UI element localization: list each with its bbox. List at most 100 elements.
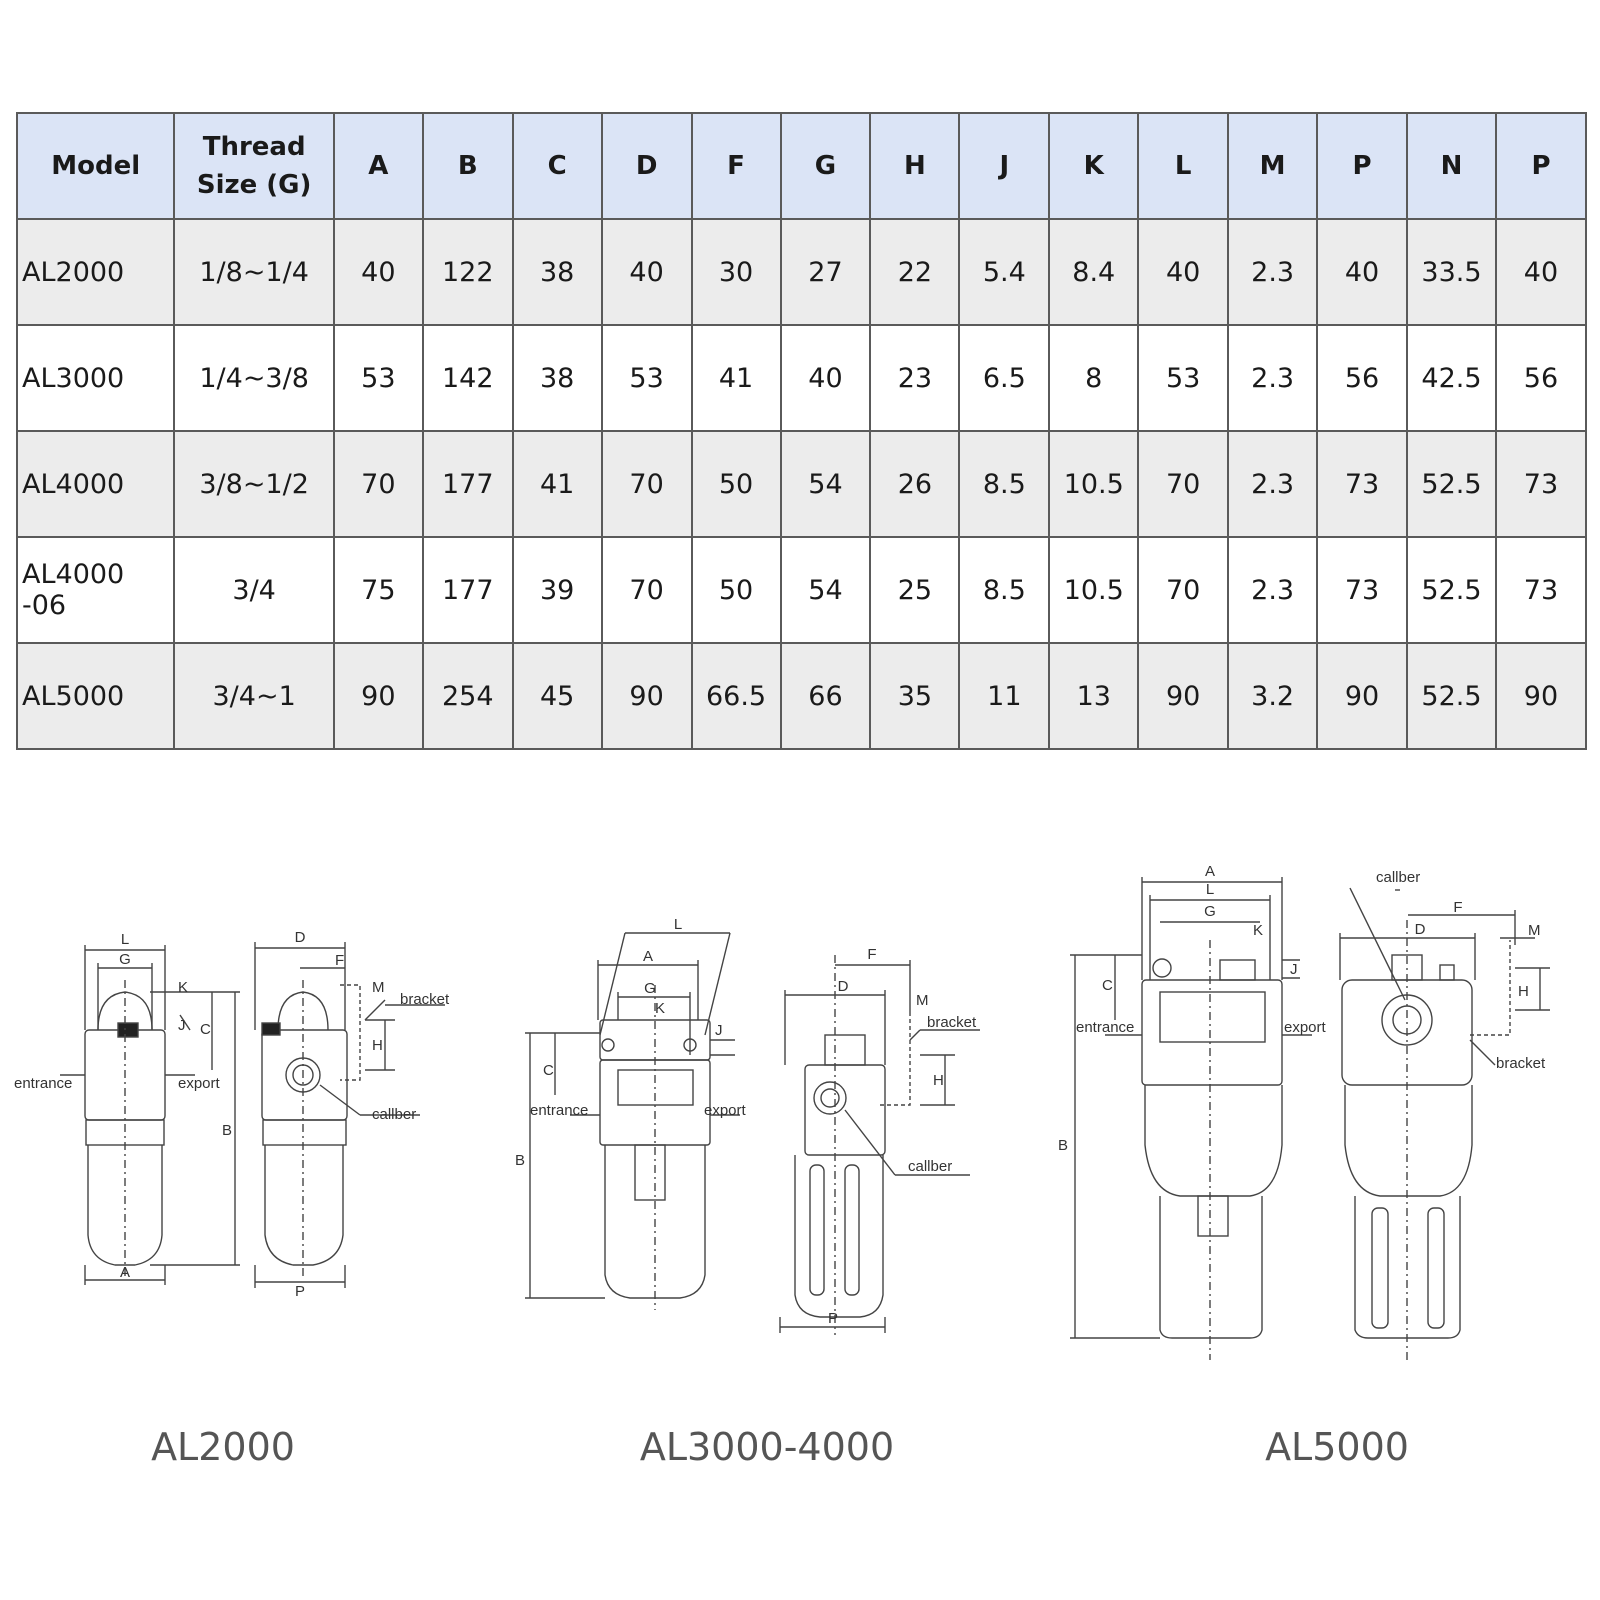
al2000-label-bracket: bracket [400, 991, 450, 1008]
dimension-cell: 8.4 [1048, 218, 1140, 326]
dimension-cell: 10.5 [1048, 536, 1140, 644]
al2000-dim-b: B [222, 1122, 232, 1139]
al5000-dim-m: M [1528, 922, 1541, 939]
dimension-cell: 90 [1316, 642, 1409, 750]
dimension-cell: 11 [958, 642, 1051, 750]
al5000-dim-a: A [1205, 863, 1215, 880]
dimension-cell: 25 [869, 536, 961, 644]
dimension-cell: 52.5 [1406, 430, 1497, 538]
dimension-cell: 90 [1494, 642, 1588, 750]
dimension-cell: 122 [421, 218, 514, 326]
header-h: H [869, 112, 961, 220]
drawing-al2000: L G K J C B A D F M H P entrance export … [0, 920, 460, 1300]
dimension-cell: 52.5 [1406, 642, 1497, 750]
dimension-cell: 42.5 [1406, 324, 1497, 432]
dimension-cell: 66.5 [690, 642, 782, 750]
dimension-cell: 70 [1137, 536, 1230, 644]
al2000-label-entrance: entrance [14, 1075, 72, 1092]
dimension-cell: 70 [600, 536, 693, 644]
al2000-dim-j: J [178, 1017, 186, 1034]
al3000-dim-l: L [674, 916, 682, 933]
al5000-label-bracket: bracket [1496, 1055, 1546, 1072]
header-n: N [1406, 112, 1497, 220]
al2000-label-caliber: callber [372, 1106, 416, 1123]
dimension-cell: 33.5 [1406, 218, 1497, 326]
al3000-dim-g: G [644, 980, 656, 997]
dimension-cell: 90 [600, 642, 693, 750]
dimension-cell: 10.5 [1048, 430, 1140, 538]
dimension-cell: 254 [421, 642, 514, 750]
dimension-cell: 54 [779, 430, 872, 538]
dimension-cell: 70 [332, 430, 424, 538]
al2000-diagram: L G K J C B A D F M H P entrance export … [14, 929, 450, 1300]
al2000-dim-d: D [295, 929, 306, 946]
dimension-cell: 2.3 [1227, 218, 1319, 326]
dimension-cell: 70 [600, 430, 693, 538]
thread-size-cell: 3/4 [173, 536, 335, 644]
dimension-cell: 50 [690, 430, 782, 538]
dimension-cell: 38 [511, 324, 603, 432]
al5000-dim-h: H [1518, 983, 1529, 1000]
dimension-cell: 26 [869, 430, 961, 538]
al2000-dim-k: K [178, 979, 188, 996]
dimension-cell: 22 [869, 218, 961, 326]
dimension-cell: 45 [511, 642, 603, 750]
dimension-cell: 40 [1494, 218, 1588, 326]
dimension-cell: 70 [1137, 430, 1230, 538]
dimension-cell: 56 [1316, 324, 1409, 432]
header-thread-line1: Thread [202, 132, 306, 162]
al3000-dim-h: H [933, 1072, 944, 1089]
al3000-label-bracket: bracket [927, 1014, 977, 1031]
model-cell: AL3000 [15, 324, 176, 432]
al3000-dim-m: M [916, 992, 929, 1009]
dimension-cell: 52.5 [1406, 536, 1497, 644]
al5000-dim-b: B [1058, 1137, 1068, 1154]
thread-size-cell: 3/8~1/2 [173, 430, 335, 538]
al5000-dim-g: G [1204, 903, 1216, 920]
al3000-dim-b: B [515, 1152, 525, 1169]
al2000-dim-a: A [120, 1264, 130, 1281]
dimension-cell: 35 [869, 642, 961, 750]
header-p: P [1316, 112, 1409, 220]
dimension-cell: 40 [1316, 218, 1409, 326]
al3000-dim-p: P [828, 1310, 838, 1327]
al5000-label-export: export [1284, 1019, 1327, 1036]
al3000-label-caliber: callber [908, 1158, 952, 1175]
dimension-cell: 41 [511, 430, 603, 538]
model-cell: AL4000 -06 [15, 536, 176, 644]
al5000-dim-k: K [1253, 922, 1263, 939]
header-m: M [1227, 112, 1319, 220]
dimension-cell: 8.5 [958, 536, 1051, 644]
dimension-cell: 5.4 [958, 218, 1051, 326]
thread-size-cell: 1/8~1/4 [173, 218, 335, 326]
dimension-cell: 8 [1048, 324, 1140, 432]
model-cell: AL2000 [15, 218, 176, 326]
dimension-cell: 39 [511, 536, 603, 644]
header-j: J [958, 112, 1051, 220]
al3000-4000-diagram: L A G K J C B entrance export F D M brac… [515, 916, 980, 1335]
dimension-cell: 40 [332, 218, 424, 326]
dimension-cell: 6.5 [958, 324, 1051, 432]
al2000-dim-p: P [295, 1283, 305, 1300]
model-cell: AL5000 [15, 642, 176, 750]
dimension-cell: 41 [690, 324, 782, 432]
header-l: L [1137, 112, 1230, 220]
dimension-cell: 40 [779, 324, 872, 432]
header-p2: P [1494, 112, 1588, 220]
dimension-cell: 2.3 [1227, 536, 1319, 644]
header-d: D [600, 112, 693, 220]
dimension-cell: 66 [779, 642, 872, 750]
dimension-cell: 73 [1494, 430, 1588, 538]
thread-size-cell: 1/4~3/8 [173, 324, 335, 432]
dimension-cell: 73 [1316, 430, 1409, 538]
al3000-dim-c: C [543, 1062, 554, 1079]
header-b: B [421, 112, 514, 220]
al3000-dim-k: K [655, 1000, 665, 1017]
header-g: G [779, 112, 872, 220]
dimension-cell: 142 [421, 324, 514, 432]
